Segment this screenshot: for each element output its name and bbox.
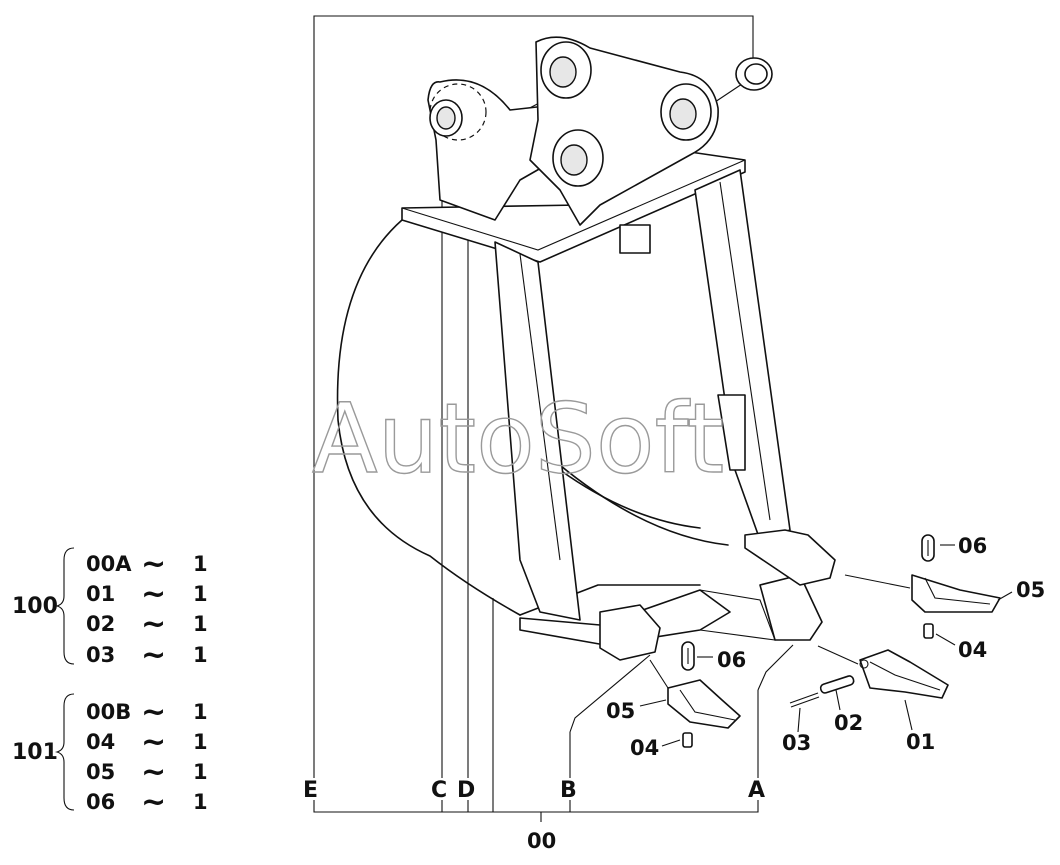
bucket-inner-curve-2 (559, 469, 701, 529)
kit-100-row-2-sep: ~ (141, 577, 166, 612)
plate-slot (619, 224, 651, 254)
kit-101-row-1-sep: ~ (141, 695, 166, 730)
kit-101-row-1-qty: 1 (193, 700, 208, 724)
kit-101-row: 04 ~ 1 (86, 725, 208, 760)
leader-02 (835, 689, 841, 711)
tooth-adapter-center (759, 574, 823, 641)
bucket-shell (336, 219, 521, 616)
callout-04-right: 04 (958, 638, 987, 662)
kit-100-row: 01 ~ 1 (86, 577, 208, 612)
leader-05-left (639, 699, 667, 707)
kit-101: 101 00B ~ 1 04 ~ 1 05 ~ 1 06 ~ 1 (12, 693, 208, 820)
kit-100-row: 00A ~ 1 (86, 547, 208, 582)
watermark: AutoSoft (312, 383, 724, 495)
boss-right (660, 83, 712, 141)
kit-100-row-3-sep: ~ (141, 607, 166, 642)
bucket-top-plate-edge (401, 159, 746, 251)
assembly-ref-label: 00 (527, 829, 556, 853)
kit-100-row-2-qty: 1 (193, 582, 208, 606)
leader-a (757, 644, 794, 691)
boss-top (540, 41, 592, 99)
boss-mid (552, 129, 604, 187)
pin-03 (789, 692, 820, 708)
tooth-point-left (649, 659, 741, 729)
kit-100: 100 00A ~ 1 01 ~ 1 02 ~ 1 03 ~ 1 (12, 547, 208, 673)
kit-100-row-3-qty: 1 (193, 612, 208, 636)
leader-01 (904, 699, 913, 731)
kit-100-row: 03 ~ 1 (86, 638, 208, 673)
callout-06-left: 06 (717, 648, 746, 672)
bucket-left-arm (494, 241, 581, 621)
bucket-inner-curve (547, 454, 729, 546)
leader-03 (797, 707, 801, 733)
kit-100-row-4-qty: 1 (193, 643, 208, 667)
kit-101-row: 00B ~ 1 (86, 695, 208, 730)
arm-cutout (717, 394, 746, 471)
kit-101-row-2-qty: 1 (193, 730, 208, 754)
kit-101-brace (55, 693, 75, 811)
leader-e-bushing (711, 81, 746, 105)
kit-101-row-4-qty: 1 (193, 790, 208, 814)
kit-101-row-4-sep: ~ (141, 785, 166, 820)
bushing-ring (735, 57, 773, 91)
kit-101-row-2-sep: ~ (141, 725, 166, 760)
dimension-frame (313, 15, 794, 822)
rubber-lock-left (682, 732, 693, 748)
kit-100-brace (55, 547, 75, 665)
leader-05-right (997, 591, 1013, 601)
rubber-lock-right (923, 623, 934, 639)
kit-101-row-3-qty: 1 (193, 760, 208, 784)
callout-01: 01 (906, 730, 935, 754)
boss-left (429, 83, 487, 141)
tooth-adapter-left (599, 604, 661, 661)
kit-100-number: 100 (12, 594, 58, 619)
kit-101-row-4-part: 06 (86, 790, 115, 814)
dimension-label-b: B (560, 778, 577, 803)
kit-101-number: 101 (12, 740, 58, 765)
frame-outline (313, 15, 754, 778)
tooth-adapter-right (744, 529, 836, 586)
pin-02 (819, 675, 855, 694)
lock-pin-left (681, 641, 695, 671)
side-adapter-part (817, 645, 949, 699)
kit-100-row-2-part: 01 (86, 582, 115, 606)
bucket-right-arm-edge (719, 181, 771, 521)
callout-03: 03 (782, 731, 811, 755)
callout-05-right: 05 (1016, 578, 1045, 602)
kit-100-row-1-qty: 1 (193, 552, 208, 576)
kit-100-row-1-sep: ~ (141, 547, 166, 582)
callout-04-left: 04 (630, 736, 659, 760)
leader-b (569, 654, 651, 733)
dimension-label-e: E (303, 778, 318, 803)
lock-pin-right (921, 534, 935, 562)
tooth-point-right (844, 574, 1001, 613)
bucket (336, 36, 836, 661)
dimension-label-d: D (457, 778, 475, 803)
tooth-base-right (699, 589, 776, 641)
kit-101-row: 06 ~ 1 (86, 785, 208, 820)
kit-100-row-1-part: 00A (86, 552, 132, 576)
leader-04-right (935, 633, 956, 646)
kit-101-row-1-part: 00B (86, 700, 131, 724)
kit-100-row-3-part: 02 (86, 612, 115, 636)
kit-101-row-3-part: 05 (86, 760, 115, 784)
dimension-label-c: C (431, 778, 447, 803)
bucket-left-arm-edge (519, 253, 561, 561)
bottom-bracket (313, 800, 759, 813)
kit-100-row-4-sep: ~ (141, 638, 166, 673)
kit-101-row-3-sep: ~ (141, 755, 166, 790)
callout-06-right: 06 (958, 534, 987, 558)
dimension-label-a: A (748, 778, 765, 803)
leader-04-left (661, 739, 681, 747)
kit-101-row-2-part: 04 (86, 730, 115, 754)
kit-100-row-4-part: 03 (86, 643, 115, 667)
callout-02: 02 (834, 711, 863, 735)
kit-101-row: 05 ~ 1 (86, 755, 208, 790)
kit-100-row: 02 ~ 1 (86, 607, 208, 642)
callout-05-left: 05 (606, 699, 635, 723)
kit-table: 100 00A ~ 1 01 ~ 1 02 ~ 1 03 ~ 1 (12, 547, 208, 820)
